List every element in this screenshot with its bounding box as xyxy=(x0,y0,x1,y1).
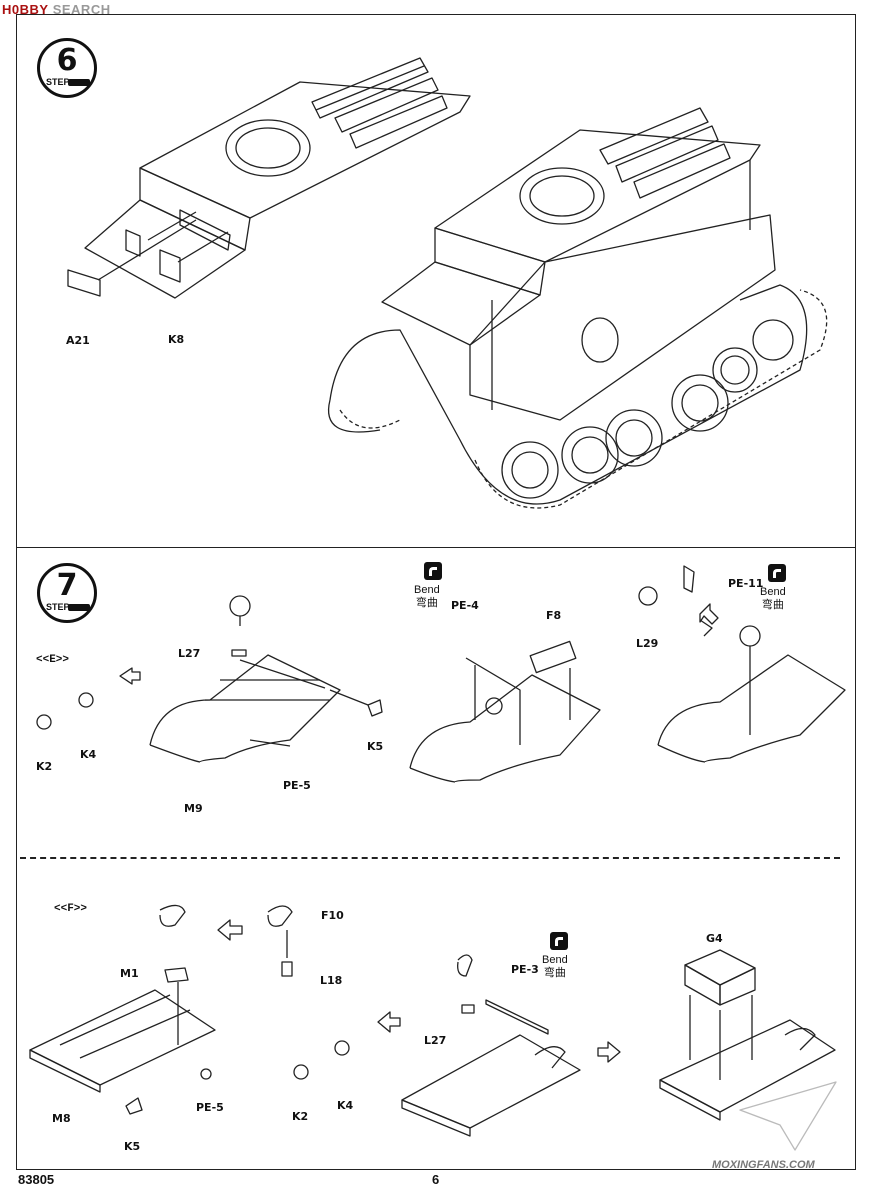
plate-f2 xyxy=(293,954,581,1137)
product-code: 83805 xyxy=(18,1172,55,1187)
bend-icon xyxy=(424,562,442,580)
part-label: K5 xyxy=(124,1140,141,1153)
flow-arrows xyxy=(119,603,719,1063)
part-label: L27 xyxy=(424,1034,447,1047)
step-word: STEP xyxy=(46,602,70,612)
part-label: L29 xyxy=(636,637,659,650)
part-label: PE-5 xyxy=(196,1101,224,1114)
bend-icon xyxy=(768,564,786,582)
part-label: K2 xyxy=(292,1110,309,1123)
part-label: PE-11 xyxy=(728,577,764,590)
part-label: K2 xyxy=(36,760,53,773)
step6-upper-hull-small xyxy=(67,57,471,299)
part-label: M8 xyxy=(52,1112,71,1125)
tank-icon xyxy=(68,604,90,611)
step-number: 7 xyxy=(56,568,78,603)
page-number: 6 xyxy=(432,1172,440,1187)
part-label: K4 xyxy=(337,1099,354,1112)
watermark-logo: H0BBY SEARCH xyxy=(2,2,111,17)
step-number: 6 xyxy=(56,43,78,78)
subassembly-e-label: <<E>> xyxy=(36,654,70,666)
plate-f1 xyxy=(29,904,293,1115)
part-label: PE-5 xyxy=(283,779,311,792)
part-label: K4 xyxy=(80,748,97,761)
part-label: K5 xyxy=(367,740,384,753)
subassembly-f-label: <<F>> xyxy=(54,903,88,915)
fender-e1 xyxy=(36,595,383,763)
part-label: PE-3 xyxy=(511,963,539,976)
watermark-text: MOXINGFANS.COM xyxy=(712,1159,815,1171)
fender-e2 xyxy=(409,640,601,783)
step-divider xyxy=(16,547,856,548)
bend-icon xyxy=(550,932,568,950)
part-label: K8 xyxy=(168,333,185,346)
part-label: PE-4 xyxy=(451,599,479,612)
part-label: L27 xyxy=(178,647,201,660)
part-label: F10 xyxy=(321,909,344,922)
page-frame xyxy=(16,14,856,1170)
part-label: G4 xyxy=(706,932,723,945)
step-6-badge: 6 STEP xyxy=(37,38,97,98)
part-label: A21 xyxy=(66,334,90,347)
step-word: STEP xyxy=(46,77,70,87)
part-label: F8 xyxy=(546,609,562,622)
fender-e3 xyxy=(638,565,846,763)
tank-icon xyxy=(68,79,90,86)
subassembly-divider xyxy=(20,857,840,859)
part-label: M9 xyxy=(184,802,203,815)
step-7-badge: 7 STEP xyxy=(37,563,97,623)
part-label: L18 xyxy=(320,974,343,987)
plate-f3 xyxy=(659,949,836,1121)
part-label: M1 xyxy=(120,967,139,980)
step6-vehicle-large xyxy=(328,107,828,509)
